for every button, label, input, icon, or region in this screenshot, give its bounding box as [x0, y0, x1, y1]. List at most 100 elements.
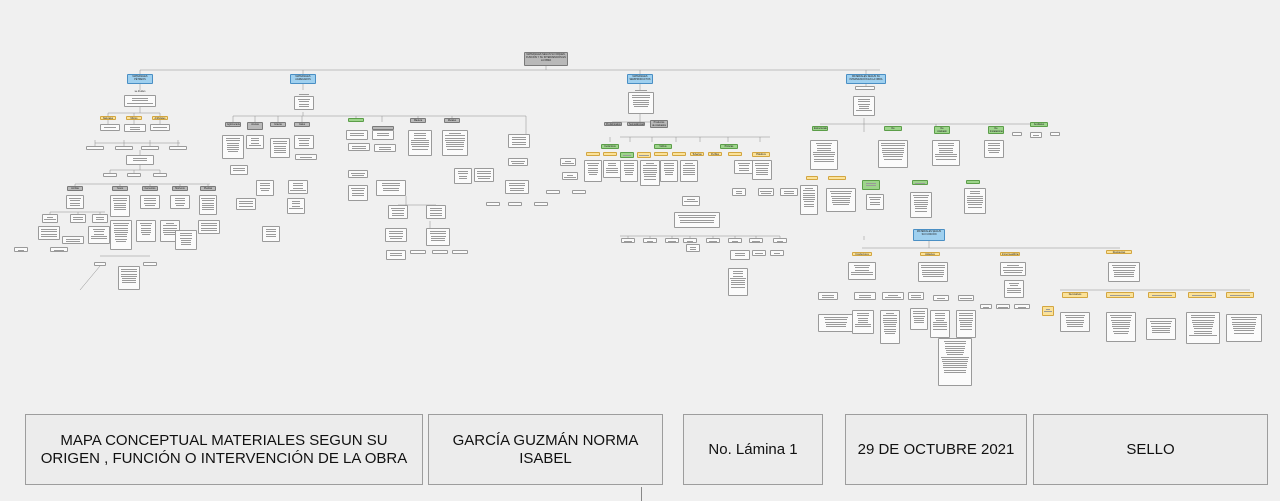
b2-e9 — [385, 228, 407, 242]
b2-e11 — [386, 250, 406, 260]
b4-g11 — [1146, 318, 1176, 340]
b2-conn — [296, 92, 312, 96]
b1-sub-2 — [141, 146, 159, 150]
footer-title: MAPA CONCEPTUAL MATERIALES SEGUN SU ORIG… — [40, 431, 408, 467]
b2-e5 — [262, 226, 280, 242]
b2-d6 — [348, 143, 370, 151]
b3-mat-5: Plásticos — [752, 152, 770, 157]
b3-e4 — [728, 268, 748, 296]
b1-c0-sub-2 — [92, 214, 108, 223]
b3-cat-1: Semielaborados — [627, 122, 645, 126]
b4-fn-1: Aislantes — [920, 252, 940, 256]
b1-definition — [124, 95, 156, 107]
b2-e18 — [562, 172, 578, 180]
b1-small-1 — [127, 173, 141, 177]
b2-cat-5 — [372, 126, 394, 130]
b2-e2 — [236, 198, 256, 210]
footer-seal: SELLO — [1126, 440, 1175, 458]
b4-f7 — [908, 292, 924, 300]
footer-author-box: GARCÍA GUZMÁN NORMA ISABEL — [428, 414, 663, 485]
b1-art-def — [150, 124, 170, 131]
b4-f8 — [933, 295, 949, 301]
b4-f2 — [1000, 262, 1026, 276]
b1-leaf-4 — [143, 262, 157, 266]
b3-leaf-1 — [643, 238, 657, 243]
b2-cat-0: Aglomerantes — [225, 122, 241, 127]
b2-e16 — [505, 180, 529, 194]
b4-function-title: MATERIALES SEGÚN SU FUNCIÓN — [913, 229, 945, 241]
branch-b3-title: MATERIALES SEMIPRODUCTOS — [627, 74, 653, 84]
b1-c3-a — [170, 195, 190, 209]
branch-b2-title: MATERIALES AGREGADOS — [290, 74, 316, 84]
b4-d8 — [964, 188, 986, 214]
b2-leaf-5 — [534, 202, 548, 206]
b1-c1-a — [110, 195, 130, 217]
b3-y2 — [620, 152, 634, 158]
b2-d4 — [346, 130, 368, 140]
b3-e3 — [730, 250, 750, 260]
b2-e15 — [508, 158, 528, 166]
footer-sheet-number: No. Lámina 1 — [708, 440, 798, 458]
b1-mix-def — [124, 124, 146, 132]
b4-y5 — [1226, 292, 1254, 298]
b1-c1-b — [110, 220, 132, 250]
b1-small-2 — [153, 173, 167, 177]
b3-d3 — [640, 160, 660, 186]
b4-f3 — [1108, 262, 1140, 282]
b3-leaf-4 — [706, 238, 720, 243]
b2-leaf-0 — [410, 250, 426, 254]
b3-y6 — [728, 152, 742, 156]
b2-e12 — [454, 168, 472, 184]
b2-cat-4 — [348, 118, 364, 122]
b4-d4 — [800, 185, 818, 215]
b4-g0 — [862, 180, 880, 190]
b1-c0-a — [66, 195, 84, 209]
footer-sheet-box: No. Lámina 1 — [683, 414, 823, 485]
b4-g9 — [1060, 312, 1090, 332]
b4-leaf-2 — [1014, 304, 1030, 309]
footer-seal-box: SELLO — [1033, 414, 1268, 485]
b4-g3 — [818, 314, 854, 332]
b4-d3 — [984, 140, 1004, 158]
b4-f5 — [854, 292, 876, 300]
b3-d4 — [660, 160, 678, 182]
b4-y6 — [1042, 306, 1054, 316]
b2-d1 — [246, 135, 264, 149]
b3-mat-3: Tuberías — [690, 152, 704, 156]
b4-g10 — [1106, 312, 1136, 342]
b4-definition — [853, 96, 875, 116]
b2-e7 — [388, 205, 408, 219]
b2-cat-2: Gravas — [270, 122, 286, 127]
b1-type-1: Mixtos — [126, 116, 142, 120]
b2-cat-3: Cales — [294, 122, 310, 127]
b4-g4 — [852, 310, 874, 334]
b4-fn-0: Conductores — [852, 252, 872, 256]
b4-g5 — [880, 310, 900, 344]
root-node: MATERIALES SEGÚN SU ORIGEN, FUNCIÓN Y SU… — [524, 52, 568, 66]
branch-b4-title: MATERIALES SEGÚN SU INTERVENCIÓN EN LA O… — [846, 74, 886, 84]
b1-mid-def — [126, 155, 154, 165]
b2-e13 — [474, 168, 494, 182]
footer-divider-line — [641, 487, 642, 501]
b2-d3b — [295, 154, 317, 160]
b1-material-1: Yesos — [112, 186, 128, 191]
concept-map-connectors — [49, 66, 1250, 291]
b4-fn-4: Decorativos — [1062, 292, 1088, 298]
b2-leaf-6 — [546, 190, 560, 194]
b3-y0 — [586, 152, 600, 156]
b4-d5 — [826, 188, 856, 212]
b4-g12 — [1186, 312, 1220, 344]
b4-fn-3: Resistentes — [1106, 250, 1132, 254]
b2-e14 — [508, 134, 530, 148]
b1-leaf-2 — [94, 262, 106, 266]
b2-e6 — [376, 180, 406, 196]
b4-fn-2: Impermeabilizantes — [1000, 252, 1020, 256]
footer-date-box: 29 DE OCTUBRE 2021 — [845, 414, 1027, 485]
b3-leaf-3 — [683, 238, 697, 243]
b1-material-4: Piedras — [200, 186, 216, 191]
branch-b1-title: MATERIALES PÉTREOS — [127, 74, 153, 84]
b3-y3 — [637, 152, 651, 158]
b2-d10 — [348, 170, 368, 178]
b4-d6 — [866, 194, 884, 210]
b1-c0-sub-1 — [70, 214, 86, 223]
